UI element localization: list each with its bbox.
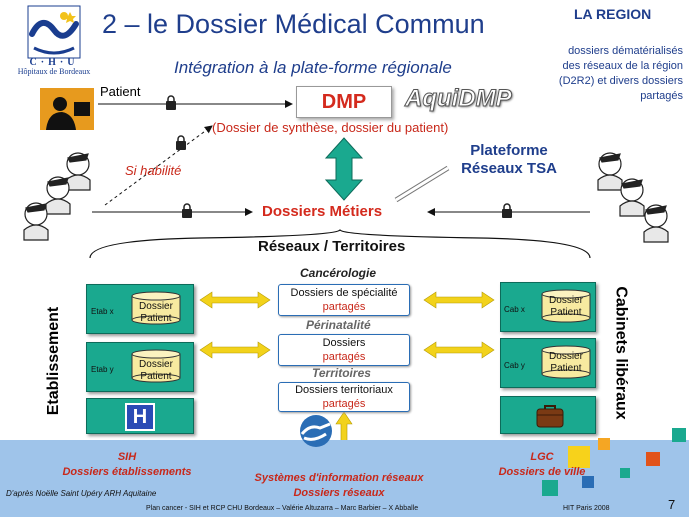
decor-square xyxy=(598,438,610,450)
reseaux-brace xyxy=(89,229,591,259)
doctors-group-right-icon xyxy=(597,152,669,243)
decor-square xyxy=(542,480,558,496)
hospital-icon: H xyxy=(125,403,155,431)
lock-icon xyxy=(176,135,186,150)
dossier-patient-line1: Dossier xyxy=(549,351,583,362)
sih-line2: Dossiers établissements xyxy=(62,465,192,478)
etab-x-box: Etab x Dossier Patient xyxy=(86,284,194,334)
decor-square xyxy=(620,468,630,478)
lgc-line1: LGC xyxy=(530,451,554,463)
chu-logo-emblem-icon xyxy=(27,5,81,59)
etablissement-label-wrap: Etablissement xyxy=(40,302,80,422)
patient-silhouette-icon xyxy=(46,97,90,130)
hospital-box: H xyxy=(86,398,194,434)
si-habilite-arrow xyxy=(104,125,213,206)
page-number: 7 xyxy=(668,497,676,512)
event-text: HIT Paris 2008 xyxy=(563,505,610,512)
footer-text: Plan cancer - SIH et RCP CHU Bordeaux – … xyxy=(146,505,419,512)
patient-label: Patient xyxy=(100,84,141,99)
logo-chu-text: C·H·U xyxy=(29,57,79,68)
reseaux-territoires-label: Réseaux / Territoires xyxy=(258,238,406,255)
doctors-group-left-icon xyxy=(23,152,91,241)
decor-square xyxy=(646,452,660,466)
etab-x-label: Etab x xyxy=(91,307,114,316)
dossiers-metiers-label: Dossiers Métiers xyxy=(262,203,383,220)
yellow-double-arrow xyxy=(423,291,495,309)
sysinfo-label: Systèmes d'information réseaux Dossiers … xyxy=(240,471,438,501)
region-title: LA REGION xyxy=(574,6,652,22)
yellow-double-arrow xyxy=(423,341,495,359)
dossier-patient-line1: Dossier xyxy=(549,295,583,306)
credit-text: D'après Noëlle Saint Upéry ARH Aquitaine xyxy=(6,489,157,498)
decor-square xyxy=(672,428,686,442)
etab-y-box: Etab y Dossier Patient xyxy=(86,342,194,392)
dmp-metiers-double-arrow xyxy=(324,137,364,201)
etablissement-label: Etablissement xyxy=(45,306,63,416)
plateforme-line1: Plateforme xyxy=(470,142,548,159)
yellow-double-arrow xyxy=(199,341,271,359)
perinatalite-title: Périnatalité xyxy=(306,318,371,332)
database-icon xyxy=(131,349,181,383)
dossier-patient-line2: Patient xyxy=(550,362,582,374)
lock-icon xyxy=(182,203,192,218)
si-habilite-label: Si habilité xyxy=(125,163,182,178)
cancerologie-title: Cancérologie xyxy=(300,266,377,280)
specialite-line1: Dossiers de spécialité xyxy=(290,287,398,299)
slide-title: 2 – le Dossier Médical Commun xyxy=(102,9,485,39)
cab-x-box: Cab x Dossier Patient xyxy=(500,282,596,332)
dossier-patient-line2: Patient xyxy=(140,312,172,324)
dossier-patient-line2: Patient xyxy=(140,370,172,382)
sysinfo-line2: Dossiers réseaux xyxy=(293,486,385,499)
decor-square xyxy=(582,476,594,488)
slide-subtitle: Intégration à la plate-forme régionale xyxy=(174,58,452,77)
perinat-line2: partagés xyxy=(322,350,366,363)
lock-icon xyxy=(166,95,176,110)
lock-icon xyxy=(502,203,512,218)
lgc-line2: Dossiers de ville xyxy=(498,465,586,478)
aquidmp-logo: AquiDMP xyxy=(405,85,513,113)
territoriaux-line1: Dossiers territoriaux xyxy=(295,384,393,396)
logo-subtitle: Hôpitaux de Bordeaux xyxy=(17,67,91,76)
cab-y-box: Cab y Dossier Patient xyxy=(500,338,596,388)
dossier-patient-line2: Patient xyxy=(550,306,582,318)
territoires-title: Territoires xyxy=(312,366,371,380)
doctor-bag-icon xyxy=(536,405,564,428)
cabinets-label: Cabinets libéraux xyxy=(612,286,630,420)
decor-square xyxy=(568,446,590,468)
dossier-patient-line1: Dossier xyxy=(139,301,173,312)
plateforme-line2: Réseaux TSA xyxy=(461,160,557,177)
patient-photo xyxy=(40,88,94,130)
database-icon xyxy=(131,291,181,325)
lgc-label: LGC Dossiers de ville xyxy=(492,450,592,480)
chu-logo xyxy=(8,4,100,88)
specialite-line2: partagés xyxy=(322,300,366,313)
plateforme-label: Plateforme Réseaux TSA xyxy=(448,142,570,178)
synthese-label: (Dossier de synthèse, dossier du patient… xyxy=(212,120,449,135)
etab-y-label: Etab y xyxy=(91,365,114,374)
cabinets-label-wrap: Cabinets libéraux xyxy=(606,278,646,428)
specialite-box: Dossiers de spécialité partagés xyxy=(278,284,410,316)
dmp-box: DMP xyxy=(296,86,392,118)
database-icon xyxy=(541,345,591,379)
territoriaux-box: Dossiers territoriaux partagés xyxy=(278,382,410,412)
perinat-box: Dossiers partagés xyxy=(278,334,410,366)
cab-y-label: Cab y xyxy=(504,361,525,370)
cab-x-label: Cab x xyxy=(504,305,525,314)
region-description: dossiers dématérialisés des réseaux de l… xyxy=(558,45,683,102)
dossier-patient-line1: Dossier xyxy=(139,359,173,370)
database-icon xyxy=(541,289,591,323)
yellow-double-arrow xyxy=(199,291,271,309)
handshake-logo-icon xyxy=(300,415,332,447)
perinat-line1: Dossiers xyxy=(322,337,366,349)
sih-line1: SIH xyxy=(117,451,137,463)
sih-label: SIH Dossiers établissements xyxy=(42,450,212,480)
territoriaux-line2: partagés xyxy=(322,397,366,410)
sysinfo-line1: Systèmes d'information réseaux xyxy=(254,472,424,484)
cabinet-bag-box xyxy=(500,396,596,434)
